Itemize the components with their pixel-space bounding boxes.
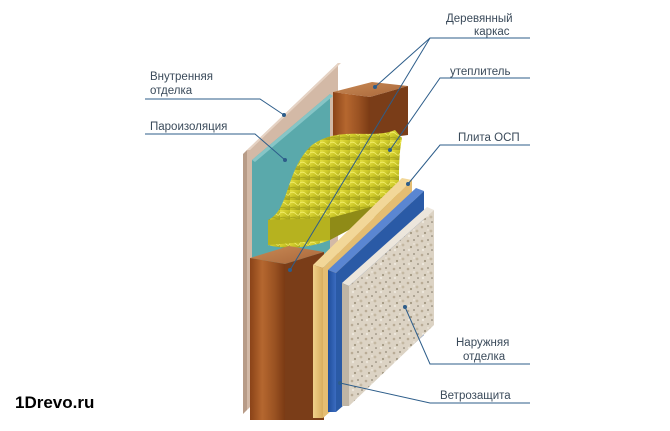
label-wind-barrier: Ветрозащита — [440, 390, 511, 402]
label-inner-finish-line1: Внутренняя — [150, 71, 213, 83]
label-insulation: утеплитель — [450, 66, 511, 78]
label-inner-finish-line2: отделка — [150, 85, 193, 97]
label-vapor-barrier: Пароизоляция — [150, 121, 227, 133]
label-outer-finish-line1: Наружняя — [456, 337, 509, 349]
outer-finish-panel — [342, 207, 434, 406]
wood-frame-post-top — [333, 82, 408, 140]
label-wood-frame-line1: Деревянный — [446, 13, 513, 25]
site-watermark: 1Drevo.ru — [15, 393, 94, 412]
label-wood-frame-line2: каркас — [474, 26, 510, 38]
wood-frame-post-bottom — [250, 246, 324, 420]
label-outer-finish-line2: отделка — [463, 351, 506, 363]
label-osb-board: Плита ОСП — [458, 132, 520, 144]
leader-lines — [145, 37, 530, 404]
